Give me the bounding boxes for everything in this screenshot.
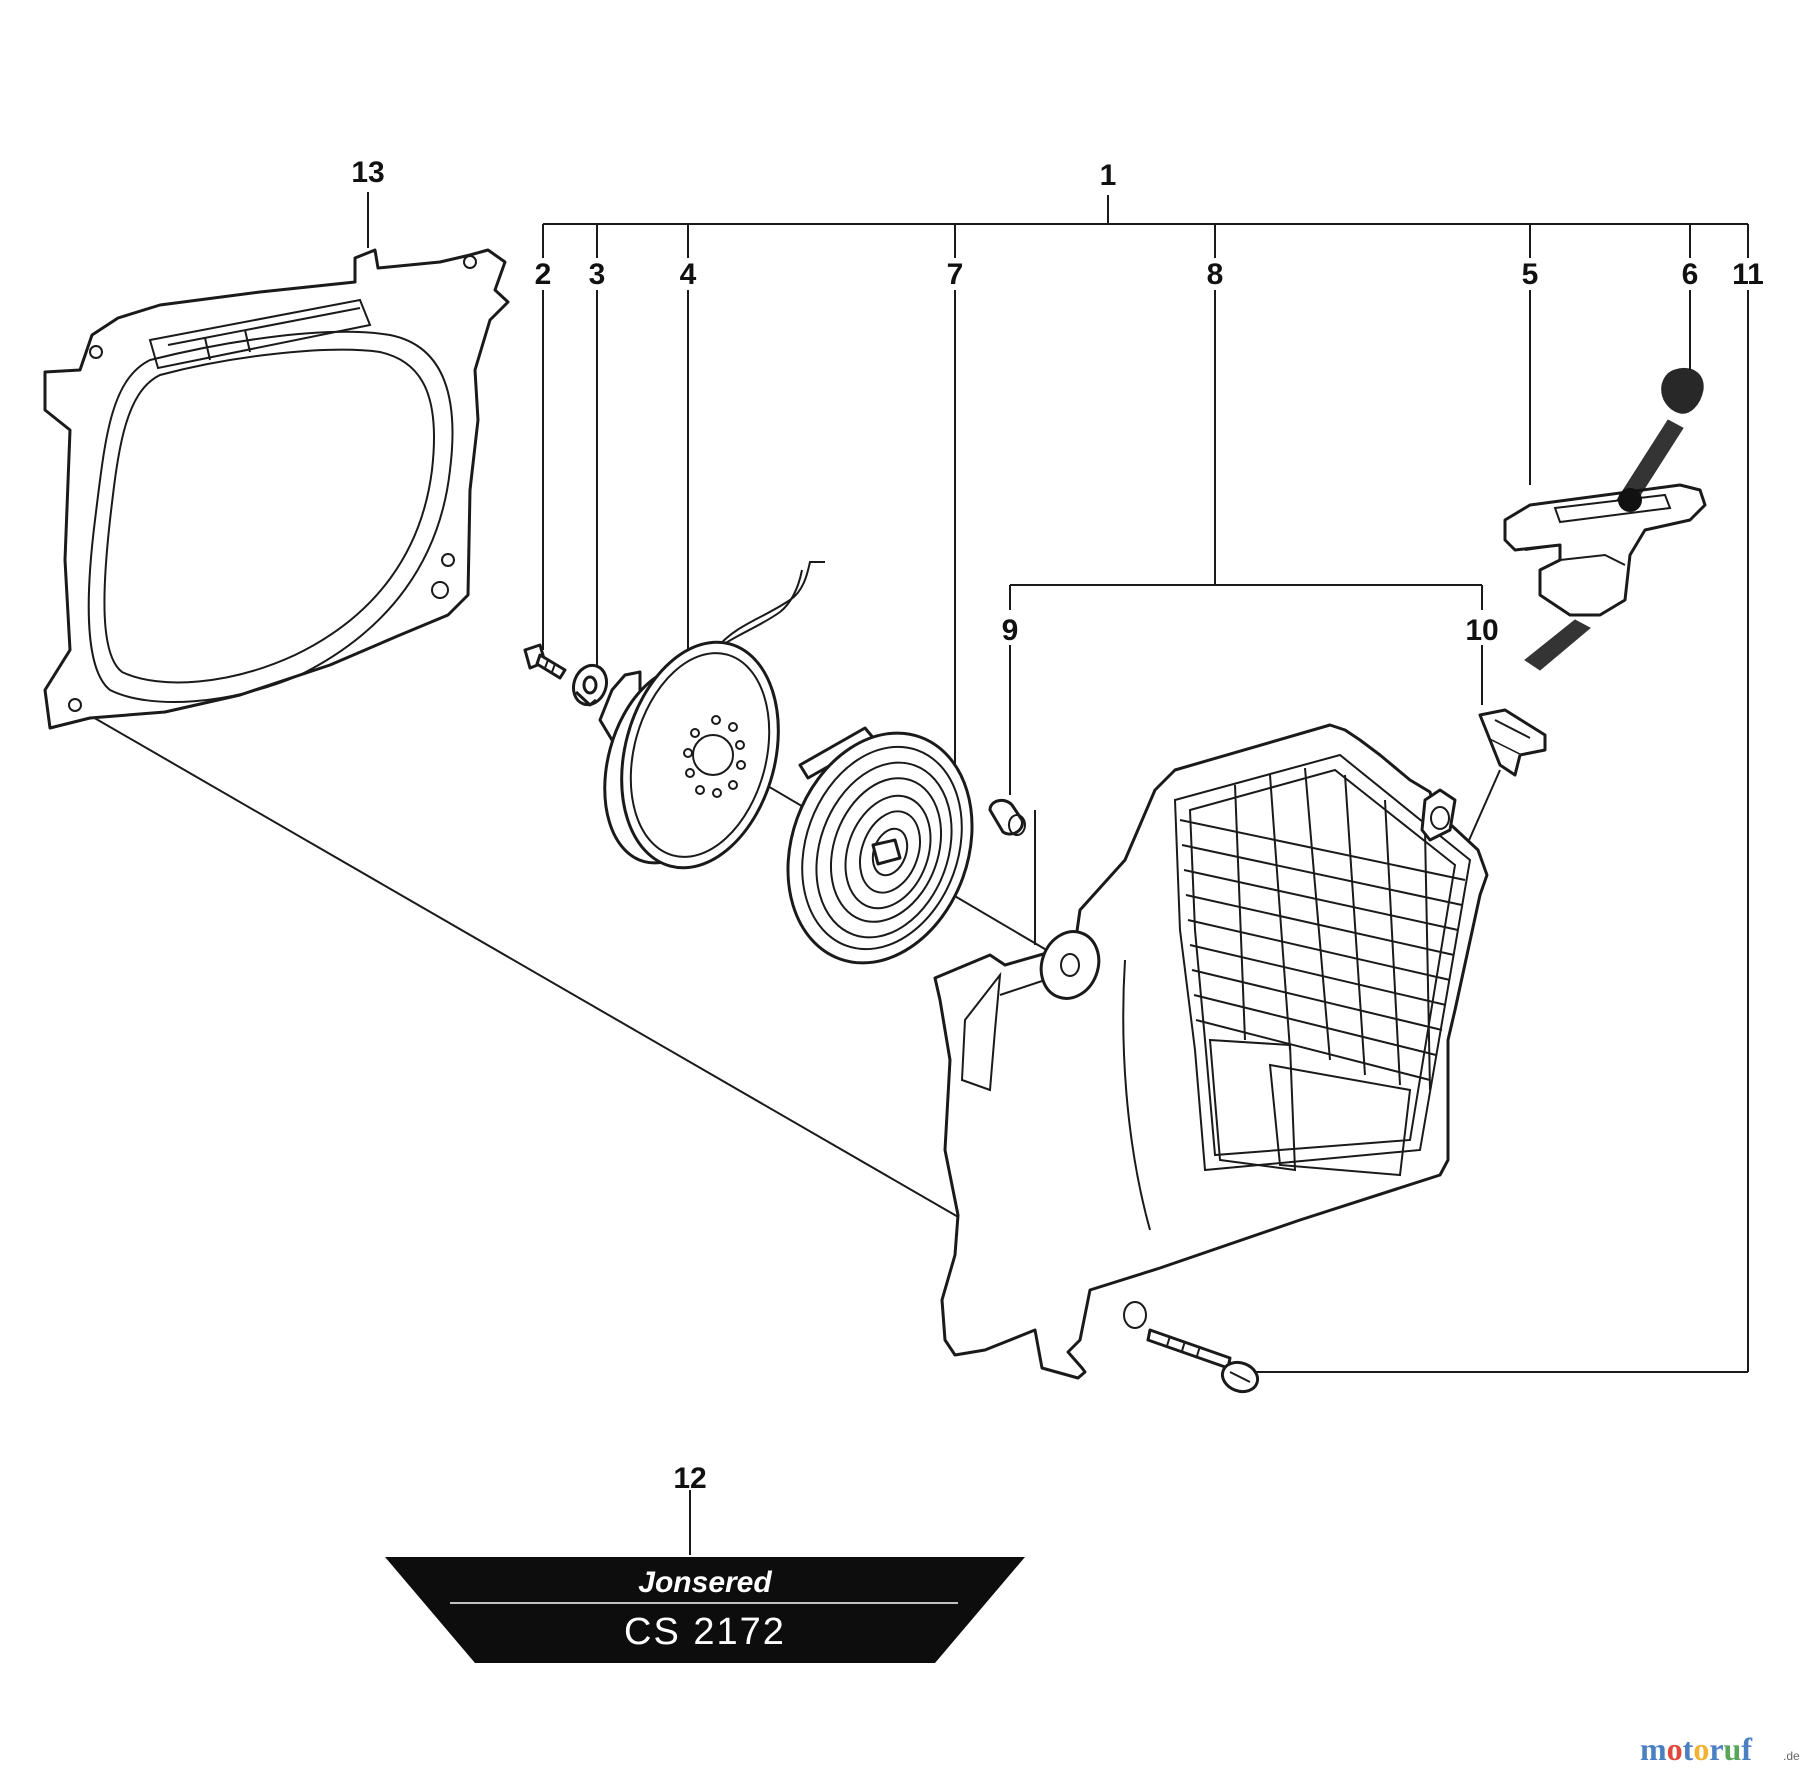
decal-brand: Jonsered <box>638 1566 772 1599</box>
callout-12: 12 <box>673 1462 706 1495</box>
item-1-bracket <box>542 195 1749 258</box>
bushing-part-9 <box>988 798 1026 836</box>
fan-housing-part-13 <box>43 248 510 730</box>
starter-handle-part-5 <box>1503 483 1707 671</box>
callout-3: 3 <box>589 258 606 291</box>
callout-8: 8 <box>1207 258 1224 291</box>
callout-labels: 1 2 3 4 7 8 5 6 11 9 10 13 12 <box>351 156 1764 1495</box>
callout-2: 2 <box>535 258 552 291</box>
rope-guide-part-10 <box>1478 708 1547 777</box>
decal-part-12: Jonsered CS 2172 <box>385 1557 1025 1663</box>
screw-part-2 <box>523 643 567 680</box>
callout-4: 4 <box>680 258 697 291</box>
callout-9: 9 <box>1002 614 1019 647</box>
leader-lines <box>71 192 1749 1555</box>
starter-rope-part-6 <box>1616 367 1704 512</box>
recoil-spring-part-7 <box>786 726 974 965</box>
callout-13: 13 <box>351 156 384 189</box>
starter-cover-part-8 <box>933 723 1489 1380</box>
callout-1: 1 <box>1100 159 1117 192</box>
watermark-suffix: .de <box>1783 1749 1800 1763</box>
rope-pulley-part-4 <box>598 561 825 870</box>
callout-5: 5 <box>1522 258 1539 291</box>
decal-model: CS 2172 <box>624 1611 786 1653</box>
callout-6: 6 <box>1682 258 1699 291</box>
callout-11: 11 <box>1732 258 1764 291</box>
screw-part-11 <box>1146 1328 1260 1394</box>
washer-part-3 <box>571 663 609 707</box>
callout-7: 7 <box>947 258 964 291</box>
svg-text:motoruf: motoruf <box>1640 1731 1752 1767</box>
callout-10: 10 <box>1465 614 1498 647</box>
